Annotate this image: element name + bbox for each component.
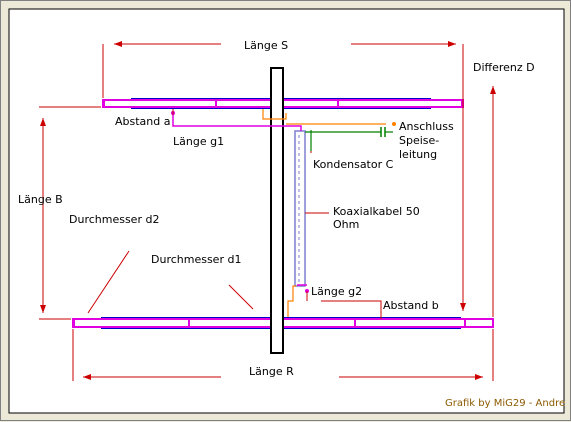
- durchmesser-d1-leader: [228, 284, 254, 310]
- gamma-rod-g1: [172, 113, 302, 131]
- laenge-r-arrow-right: [475, 374, 483, 380]
- dimension-lines: [39, 43, 494, 381]
- differenz-d-arrow-top: [490, 86, 496, 94]
- label-laenge-s: Länge S: [244, 39, 288, 52]
- feed-terminal: [392, 122, 396, 126]
- top-element-left-tube: [103, 99, 217, 108]
- label-laenge-g1: Länge g1: [173, 135, 224, 148]
- laenge-s-arrow-right: [448, 41, 456, 47]
- boom-mast: [270, 67, 284, 354]
- label-laenge-b: Länge B: [18, 193, 63, 206]
- laenge-r-arrow-left: [83, 374, 91, 380]
- feed-strap-top: [262, 109, 287, 120]
- label-koax-1: Koaxialkabel 50: [333, 205, 420, 218]
- label-durchmesser-d1: Durchmesser d1: [151, 253, 241, 266]
- bottom-element-left-tube: [73, 318, 190, 328]
- bottom-element-right-tube: [354, 318, 466, 328]
- label-durchmesser-d2: Durchmesser d2: [69, 213, 159, 226]
- durchmesser-d2-leader: [87, 250, 130, 314]
- label-laenge-r: Länge R: [249, 365, 294, 378]
- label-kondensator: Kondensator C: [313, 158, 394, 171]
- coax-cable: [294, 130, 306, 287]
- arrowheads: [40, 41, 496, 380]
- laenge-s-arrow-left: [114, 41, 122, 47]
- label-leitung: leitung: [399, 148, 437, 161]
- top-element-right-tube: [337, 99, 463, 108]
- laenge-b-arrow-top: [40, 118, 46, 126]
- credit-text: Grafik by MiG29 - Andre: [445, 398, 565, 409]
- label-koax-2: Ohm: [333, 218, 359, 231]
- feed-strap-bottom: [287, 285, 296, 317]
- laenge-b-arrow-bottom: [40, 305, 46, 313]
- label-abstand-a: Abstand a: [115, 115, 170, 128]
- differenz-d-arrow-bottom: [460, 303, 466, 311]
- label-differenz-d: Differenz D: [473, 61, 535, 74]
- drawing-panel: [8, 8, 565, 414]
- label-abstand-b: Abstand b: [383, 299, 439, 312]
- label-speise: Speise-: [399, 134, 439, 147]
- feed-assembly: [171, 109, 396, 317]
- label-anschluss: Anschluss: [399, 120, 454, 133]
- abstand-b-leader: [321, 300, 382, 319]
- label-laenge-g2: Länge g2: [311, 285, 362, 298]
